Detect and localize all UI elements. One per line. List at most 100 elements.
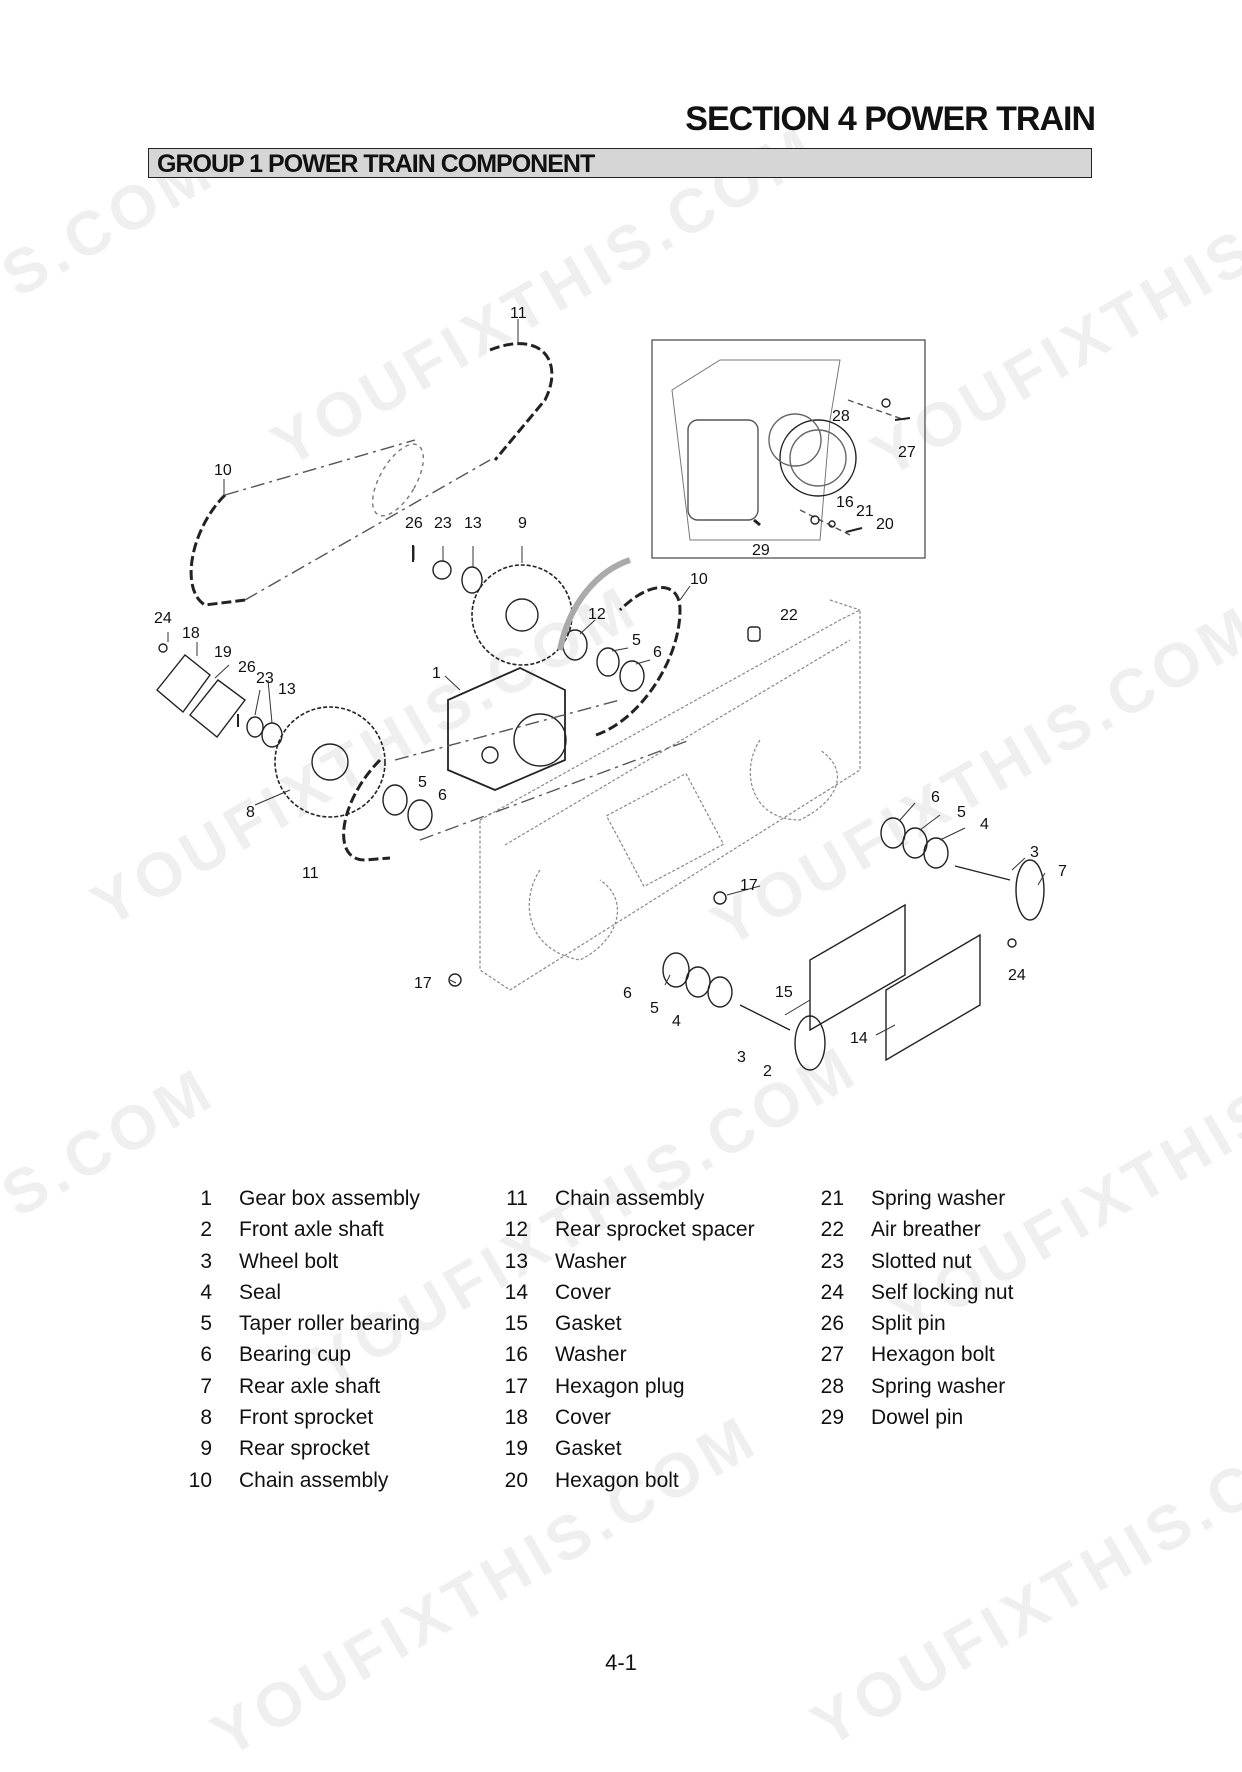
rear-axle-shaft (1015, 859, 1045, 921)
part-number: 4 (200, 1280, 212, 1304)
part-number: 16 (504, 1343, 528, 1367)
part-name: Front sprocket (239, 1406, 374, 1430)
group-title-bar: GROUP 1 POWER TRAIN COMPONENT (148, 148, 1092, 178)
group-title: GROUP 1 POWER TRAIN COMPONENT (157, 150, 595, 178)
callout-5d: 5 (650, 1000, 659, 1017)
washer-13 (461, 566, 483, 594)
callout-24: 24 (154, 610, 172, 627)
cover-14 (885, 933, 981, 1062)
part-number: 27 (820, 1343, 844, 1367)
part-name: Cover (555, 1406, 612, 1430)
part-number: 28 (820, 1374, 844, 1398)
part-number: 6 (200, 1343, 212, 1367)
callout-13: 13 (464, 515, 482, 532)
callout-27: 27 (898, 444, 916, 461)
part-number: 26 (820, 1312, 844, 1336)
chassis-frame (479, 599, 861, 991)
callout-6: 6 (653, 644, 662, 661)
callout-10-right: 10 (690, 571, 708, 588)
callout-1: 1 (432, 665, 441, 682)
part-name: Rear axle shaft (239, 1374, 381, 1398)
part-name: Hexagon bolt (871, 1343, 995, 1367)
callout-21: 21 (856, 503, 874, 520)
callout-10: 10 (214, 462, 232, 479)
callout-5b: 5 (418, 774, 427, 791)
part-name: Self locking nut (871, 1280, 1014, 1304)
part-number: 11 (506, 1187, 528, 1210)
hexagon-plug (448, 973, 462, 987)
part-name: Spring washer (871, 1187, 1006, 1210)
chain-assembly-11-upper (489, 342, 554, 461)
chain-assembly-10 (189, 493, 246, 607)
chain-assembly-10-right (595, 586, 682, 737)
callout-5: 5 (632, 632, 641, 649)
taper-roller-bearing-5b (382, 784, 408, 816)
part-number: 1 (200, 1187, 212, 1210)
callout-3b: 3 (737, 1049, 746, 1066)
part-name: Hexagon plug (555, 1374, 685, 1398)
callout-6c: 6 (931, 789, 940, 806)
bearing-cup-6b (407, 799, 433, 831)
callout-4b: 4 (672, 1013, 681, 1030)
part-name: Bearing cup (239, 1343, 352, 1367)
part-name: Gasket (555, 1312, 622, 1336)
part-number: 24 (820, 1280, 844, 1304)
part-number: 9 (200, 1437, 212, 1461)
callout-6d: 6 (623, 985, 632, 1002)
callout-4: 4 (980, 816, 989, 833)
callout-23: 23 (434, 515, 452, 532)
callout-7: 7 (1058, 863, 1067, 880)
chain-assembly-11 (342, 758, 391, 862)
gear-box-assembly (447, 667, 566, 791)
part-name: Gasket (555, 1437, 622, 1461)
callout-23b: 23 (256, 670, 274, 687)
callout-18: 18 (182, 625, 200, 642)
callout-29: 29 (752, 542, 770, 559)
inset-detail-box (651, 339, 926, 559)
part-name: Cover (555, 1280, 612, 1304)
part-name: Wheel bolt (239, 1249, 339, 1273)
callout-17b: 17 (414, 975, 432, 992)
part-number: 14 (504, 1280, 528, 1304)
exploded-diagram: 11 10 26 23 13 9 10 12 5 6 22 1 24 18 19… (154, 305, 1067, 1080)
part-name: Chain assembly (555, 1187, 705, 1210)
cover-18 (156, 654, 211, 714)
part-number: 18 (504, 1406, 528, 1430)
part-name: Rear sprocket spacer (555, 1218, 755, 1242)
watermark: YOUFIXTHIS.COM (800, 1391, 1242, 1761)
part-name: Washer (555, 1343, 627, 1367)
callout-5c: 5 (957, 804, 966, 821)
part-number: 29 (820, 1406, 844, 1430)
part-number: 20 (504, 1468, 528, 1492)
air-breather (747, 626, 761, 642)
callout-12: 12 (588, 606, 606, 623)
callout-2: 2 (763, 1063, 772, 1080)
part-name: Gear box assembly (239, 1187, 420, 1210)
front-sprocket (274, 706, 386, 818)
part-number: 22 (820, 1218, 844, 1242)
part-name: Taper roller bearing (239, 1312, 420, 1336)
part-number: 13 (504, 1249, 528, 1273)
callout-13b: 13 (278, 681, 296, 698)
part-name: Spring washer (871, 1374, 1006, 1398)
gasket-15 (809, 903, 906, 1032)
callout-19: 19 (214, 644, 232, 661)
part-name: Front axle shaft (239, 1218, 384, 1242)
part-name: Chain assembly (239, 1468, 389, 1492)
part-number: 23 (820, 1249, 844, 1273)
page-number: 4-1 (605, 1650, 637, 1675)
part-number: 21 (820, 1187, 844, 1210)
callout-3: 3 (1030, 844, 1039, 861)
part-number: 10 (188, 1468, 212, 1492)
callout-26: 26 (405, 515, 423, 532)
callout-22: 22 (780, 607, 798, 624)
part-number: 5 (200, 1312, 212, 1336)
part-number: 15 (504, 1312, 528, 1336)
callout-8: 8 (246, 804, 255, 821)
callout-20: 20 (876, 516, 894, 533)
callout-24b: 24 (1008, 967, 1026, 984)
part-number: 19 (504, 1437, 528, 1461)
part-name: Hexagon bolt (555, 1468, 679, 1492)
rear-sprocket (471, 564, 573, 666)
part-name: Air breather (871, 1218, 981, 1242)
